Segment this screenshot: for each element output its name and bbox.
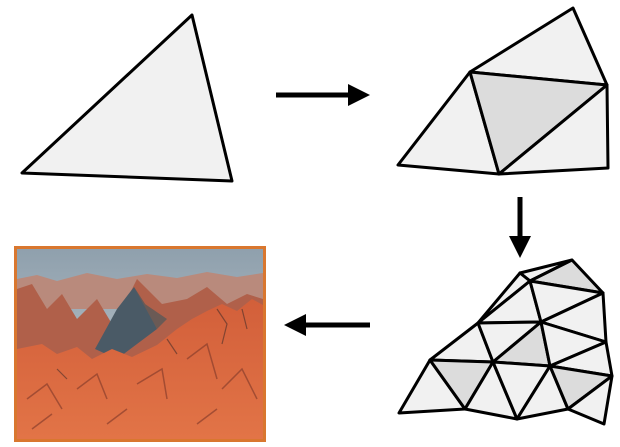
- stage-four-triangles: [398, 8, 608, 174]
- arrow-right-head: [348, 84, 370, 106]
- arrow-left-head: [284, 314, 306, 336]
- stage-mesh: [399, 260, 612, 424]
- arrow-left: [284, 314, 370, 336]
- stage-triangle: [22, 15, 232, 181]
- arrow-right: [276, 84, 370, 106]
- arrow-down-head: [509, 236, 531, 258]
- arrow-down: [509, 197, 531, 258]
- base-triangle: [22, 15, 232, 181]
- terrain-render: [17, 249, 263, 439]
- fractal-terrain-image: [14, 246, 266, 442]
